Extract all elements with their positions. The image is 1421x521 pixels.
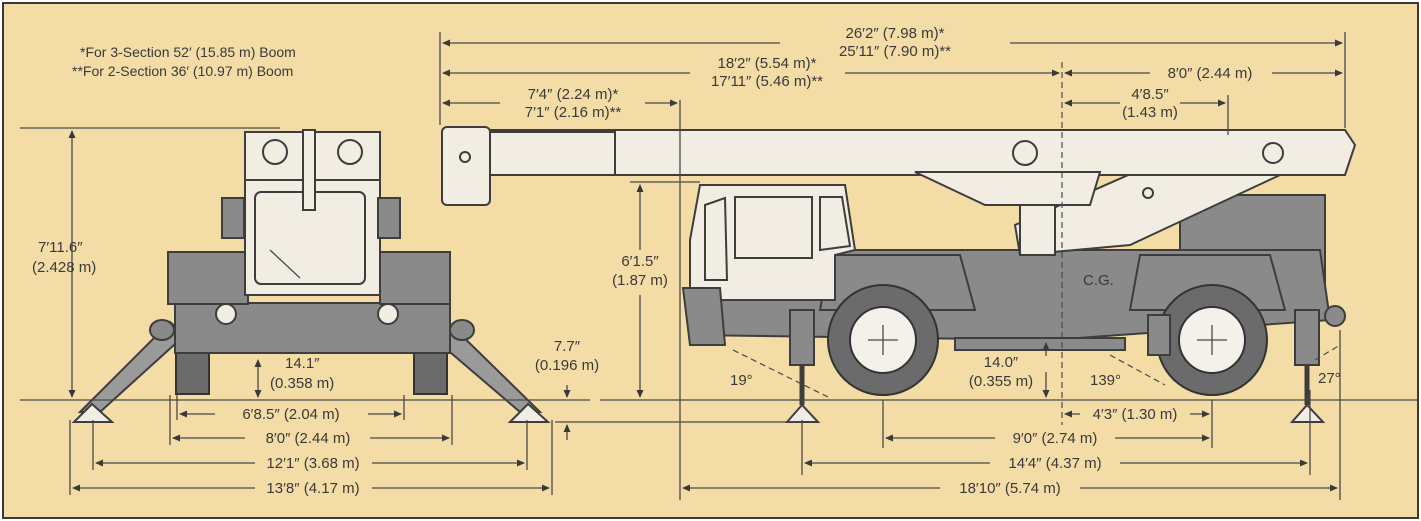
angle-line-front — [732, 349, 829, 398]
side-cab — [689, 184, 857, 301]
label-nose-2: 7′1″ (2.16 m)** — [525, 104, 622, 121]
label-pivot-tip-2: 17′11″ (5.46 m)** — [711, 73, 823, 90]
outrigger-pin-right — [449, 319, 475, 341]
label-boom-height-imperial: 6′1.5″ — [621, 253, 659, 270]
float-pad-right — [507, 402, 551, 423]
sheave-left — [262, 139, 288, 165]
hook-block — [302, 129, 316, 211]
rear-hitch — [1324, 305, 1346, 327]
boom-base-section — [914, 171, 1102, 206]
front-tire-left — [175, 351, 210, 395]
sheave-right — [337, 139, 363, 165]
label-cg-axle: 4′3″ (1.30 m) — [1093, 406, 1178, 423]
label-overall-boom-2: 25′11″ (7.90 m)** — [839, 43, 951, 60]
side-cab-door-window — [704, 196, 729, 281]
label-angle-rear-ramp: 139° — [1090, 372, 1121, 389]
wiper — [269, 249, 301, 279]
label-overall-length: 18′10″ (5.74 m) — [959, 480, 1061, 497]
boom-tip-pin — [459, 151, 471, 163]
side-dimension-lines — [439, 32, 1418, 500]
side-cab-window — [734, 196, 813, 259]
main-boom — [487, 129, 1357, 176]
mirror-left — [221, 197, 245, 239]
label-rear-overhang: 8′0″ (2.44 m) — [1168, 65, 1253, 82]
boom-tip-section — [487, 131, 616, 176]
mid-jack — [1147, 314, 1171, 356]
boom-roller — [1012, 140, 1038, 166]
label-nose-1: 7′4″ (2.24 m)* — [528, 86, 619, 103]
label-boom-height-metric: (1.87 m) — [612, 272, 668, 289]
label-outrigger-base: 14′4″ (4.37 m) — [1008, 455, 1101, 472]
front-fender-right — [379, 251, 451, 305]
boom-pivot-pin — [1262, 142, 1284, 164]
front-dimension-lines — [20, 127, 590, 495]
label-cg-pivot-metric: (1.43 m) — [1122, 104, 1178, 121]
label-angle-rear: 27° — [1318, 370, 1341, 387]
label-pivot-tip-1: 18′2″ (5.54 m)* — [717, 55, 816, 72]
boom-pedestal — [1019, 204, 1056, 256]
label-jack-lift-metric: (0.196 m) — [535, 357, 599, 374]
side-cab-window-rear — [819, 196, 852, 252]
label-track-inner: 6′8.5″ (2.04 m) — [242, 406, 339, 423]
label-axle-clearance-imperial: 14.0″ — [984, 354, 1019, 371]
front-jack — [789, 309, 815, 366]
front-bumper — [681, 287, 727, 346]
label-cg-pivot-imperial: 4′8.5″ — [1131, 86, 1169, 103]
label-axle-clearance-metric: (0.355 m) — [969, 373, 1033, 390]
outrigger-pin-left — [149, 319, 175, 341]
label-wheelbase: 9′0″ (2.74 m) — [1013, 430, 1098, 447]
side-view-machine — [441, 126, 1357, 423]
label-height-imperial: 7′11.6″ — [38, 239, 83, 256]
drive-shaft — [954, 337, 1126, 351]
front-fender-left — [167, 251, 249, 305]
angle-line-rear — [1314, 344, 1341, 361]
note-three-section: *For 3-Section 52′ (15.85 m) Boom — [80, 44, 296, 60]
label-height-metric: (2.428 m) — [32, 259, 96, 276]
boom-tip-sheave-box — [441, 126, 491, 206]
label-clearance-imperial: 14.1″ — [285, 355, 320, 372]
rear-jack — [1294, 309, 1320, 366]
label-outrigger-overall: 13′8″ (4.17 m) — [266, 480, 359, 497]
label-jack-lift-imperial: 7.7″ — [554, 338, 581, 355]
rear-jack-pad — [1289, 403, 1326, 423]
angle-line-rear-ramp — [1109, 354, 1166, 386]
label-cg: C.G. — [1083, 272, 1114, 289]
label-overall-boom-1: 26′2″ (7.98 m)* — [845, 25, 944, 42]
front-light-right — [377, 303, 399, 325]
label-clearance-metric: (0.358 m) — [270, 375, 334, 392]
label-track-outer: 8′0″ (2.44 m) — [266, 430, 351, 447]
label-angle-front: 19° — [730, 372, 753, 389]
mirror-right — [377, 197, 401, 239]
front-light-left — [215, 303, 237, 325]
note-two-section: **For 2-Section 36′ (10.97 m) Boom — [72, 63, 293, 79]
front-tire-right — [413, 351, 448, 395]
cylinder-pin — [1142, 187, 1154, 199]
label-outrigger-spread: 12′1″ (3.68 m) — [266, 455, 359, 472]
front-view-machine — [71, 129, 551, 423]
